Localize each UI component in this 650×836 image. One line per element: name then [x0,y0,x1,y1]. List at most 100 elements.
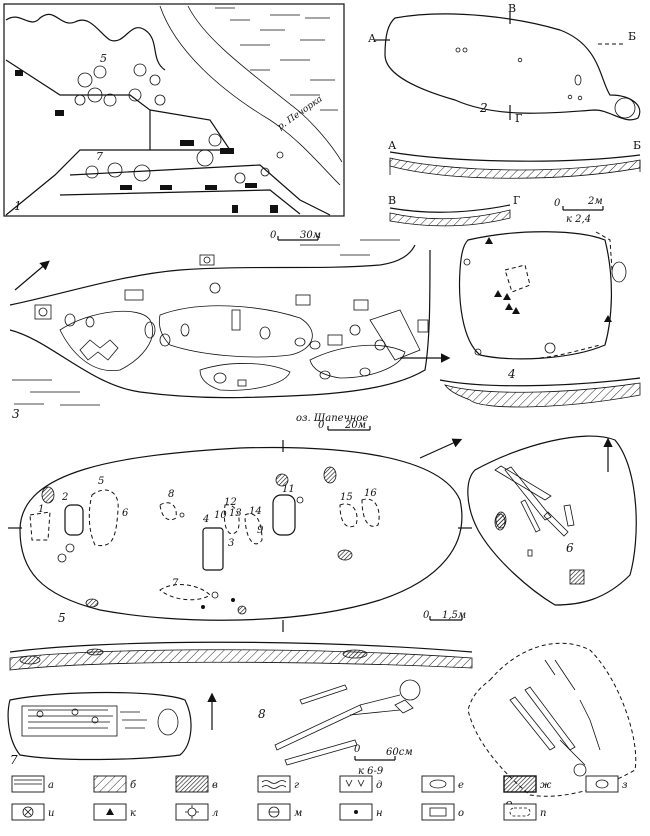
pit-11: 11 [282,484,295,495]
panel-5-plan: 0 20м [8,420,507,671]
scale-89-zero: 0 [354,744,361,755]
legend-symbol [268,806,280,818]
pit-3: 3 [228,538,234,549]
panel-4-plan: 4 [439,231,641,408]
pit-9: 9 [257,525,264,536]
scale-89-length: 60см [386,747,413,758]
legend-key: п [540,808,546,819]
panel-4-number: 4 [507,367,516,381]
section-vg-left: В [388,194,396,207]
legend-item-13: н [339,803,383,821]
north-arrow-5 [419,438,463,459]
legend-symbol [509,807,531,817]
legend-item-8: з [585,775,627,793]
pit-6: 6 [122,508,129,519]
legend-symbol [429,807,447,817]
scale-2-zero: 0 [554,198,561,209]
map-1-site-7: 7 [96,150,103,163]
panel-5-number: 5 [58,611,66,625]
panel-3-site-map: 0 30м [9,230,451,424]
legend-item-5: д [339,775,382,793]
legend-symbol [345,779,365,787]
legend-item-10: к [93,803,136,821]
panel-2-number: 2 [479,101,488,115]
legend-key: б [130,780,137,791]
legend-item-12: м [257,803,302,821]
section-ab-right: Б [633,139,641,152]
panel-6-number: 6 [566,541,574,555]
pit-10: 10 [214,510,227,521]
panel-7-number: 7 [10,753,18,767]
legend-key: о [458,808,464,819]
legend-item-9: и [11,803,54,821]
panel-1-number: 1 [14,199,22,213]
legend-key: м [294,808,302,819]
legend-item-4: г [257,775,299,793]
legend-key: д [376,780,382,791]
legend-key: а [48,780,54,791]
scale-5-length: 20м [344,420,366,431]
legend-symbol [106,808,114,815]
plan-2-label-a: А [368,32,377,45]
pit-13: 13 [229,508,242,519]
legend-symbol [261,780,287,789]
pit-5: 5 [98,476,104,487]
legend-key: и [48,808,54,819]
legend-key: г [294,780,299,791]
plan-2-label-b: Б [628,30,636,43]
section-vg-right: Г [513,194,520,207]
legend-key: в [212,780,218,791]
legend-key: к [130,808,136,819]
pit-7: 7 [172,578,179,589]
north-arrow-3 [14,260,50,291]
panel-7-burial: 7 [7,691,217,767]
legend-symbol [595,779,609,789]
legend-item-6: е [421,775,464,793]
pit-2: 2 [61,492,68,503]
scale-2-length: 2м [587,196,603,207]
plan-2-label-v: В [508,2,516,15]
pit-16: 16 [364,488,377,499]
scale-3-length: 30м [300,230,321,241]
scale-89-note: к 6-9 [358,766,384,777]
pit-12: 12 [224,497,237,508]
legend-key: з [622,780,627,791]
legend-key: ж [540,780,552,791]
legend-item-1: а [11,775,54,793]
plan-2-label-g: Г [515,112,522,125]
legend-item-2: б [93,775,137,793]
pit-1: 1 [38,504,44,515]
panel-2-plan: А Б В Г 2 А Б В Г 0 2м к 2,4 [368,2,641,227]
pit-15: 15 [340,492,353,503]
scale-3-zero: 0 [270,230,277,241]
map-1-site-5: 5 [100,52,107,65]
legend-item-7: ж [503,775,552,793]
legend-symbol [22,806,34,818]
legend-key: л [212,808,218,819]
legend-symbol [185,805,199,819]
panel-8-number: 8 [258,707,266,721]
scale-5b-length: 1,5м [442,610,466,621]
panel-1-map: 1 5 7 р. Печорка [3,3,345,217]
legend-item-11: л [175,803,218,821]
pit-8: 8 [168,489,174,500]
pit-14: 14 [249,506,262,517]
legend-symbol [14,779,42,785]
pit-4: 4 [202,514,209,525]
scale-2-note: к 2,4 [566,214,591,225]
panel-8-burial: 8 0 60см к 6-9 [258,679,421,777]
legend-key: н [376,808,383,819]
legend-item-3: в [175,775,218,793]
lake-label: оз. Шапечное [296,413,368,424]
scale-5-zero: 0 [318,420,325,431]
legend-item-15: п [503,803,546,821]
legend-symbol [429,779,447,789]
panel-3-number: 3 [12,407,20,421]
legend-item-14: о [421,803,464,821]
panel-6-burial: 6 [467,435,637,606]
scale-5b-zero: 0 [423,610,430,621]
legend: а б в г д е ж з и к л м н о п [11,775,627,821]
legend-key: е [458,780,464,791]
legend-symbol [354,810,358,814]
